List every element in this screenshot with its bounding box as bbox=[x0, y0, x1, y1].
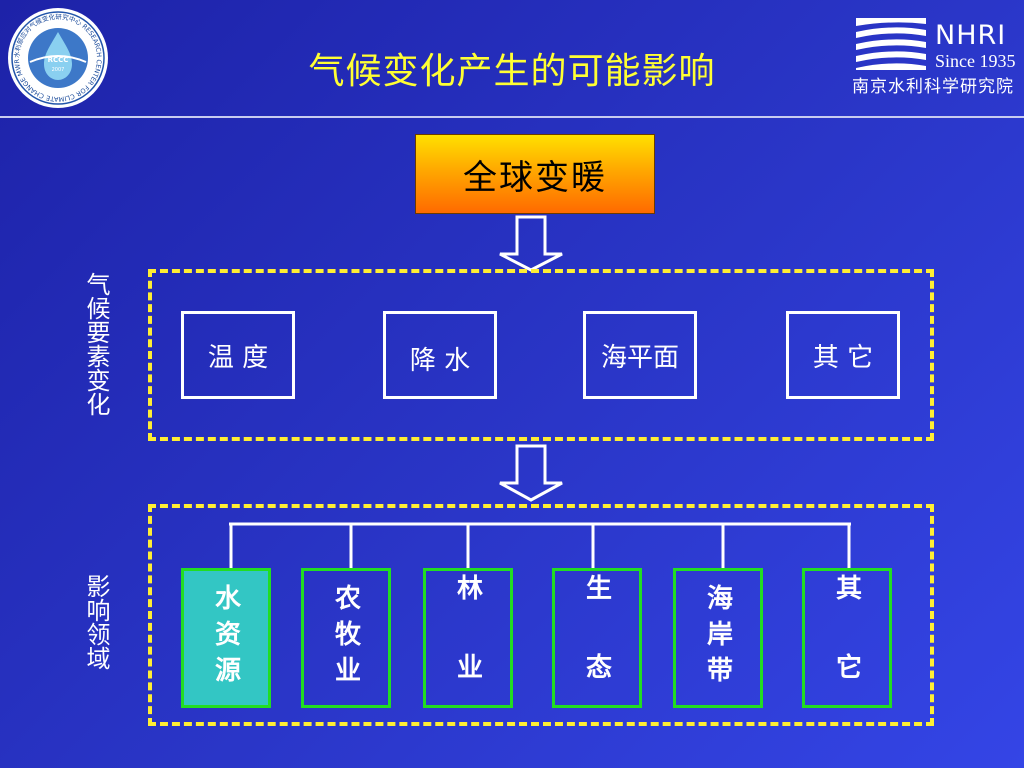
impact-areas-label: 影响领域 bbox=[82, 574, 110, 670]
factor-other: 其 它 bbox=[786, 311, 900, 399]
impact-tree-lines bbox=[229, 522, 851, 568]
impact-coastal-zone: 海岸带 bbox=[673, 568, 763, 708]
impact-forestry: 林 业 bbox=[423, 568, 513, 708]
climate-factors-label: 气候要素变化 bbox=[82, 272, 110, 416]
rccc-logo: 水利部应对气候变化研究中心 RESEARCH CENTER FOR CLIMAT… bbox=[8, 8, 108, 108]
climate-factors-frame bbox=[148, 269, 934, 441]
impact-agriculture: 农牧业 bbox=[301, 568, 391, 708]
factor-temperature: 温 度 bbox=[181, 311, 295, 399]
down-arrow-2 bbox=[499, 444, 563, 502]
logo-center-text: RCCC bbox=[48, 56, 69, 64]
nhri-wave-logo bbox=[856, 18, 926, 70]
down-arrow-1 bbox=[499, 215, 563, 272]
factor-sea-level: 海平面 bbox=[583, 311, 697, 399]
impact-areas-frame bbox=[148, 504, 934, 726]
institute-name: 南京水利科学研究院 bbox=[852, 77, 1014, 97]
since-text: Since 1935 bbox=[935, 51, 1016, 71]
page-title: 气候变化产生的可能影响 bbox=[308, 51, 716, 92]
logo-year: 2007 bbox=[52, 67, 65, 73]
factor-precipitation: 降 水 bbox=[383, 311, 497, 399]
impact-ecology: 生 态 bbox=[552, 568, 642, 708]
title-divider bbox=[0, 116, 1024, 118]
impact-water-resources: 水资源 bbox=[181, 568, 271, 708]
global-warming-node: 全球变暖 bbox=[415, 134, 655, 214]
impact-other: 其 它 bbox=[802, 568, 892, 708]
nhri-logo-text: NHRI bbox=[935, 20, 1007, 51]
